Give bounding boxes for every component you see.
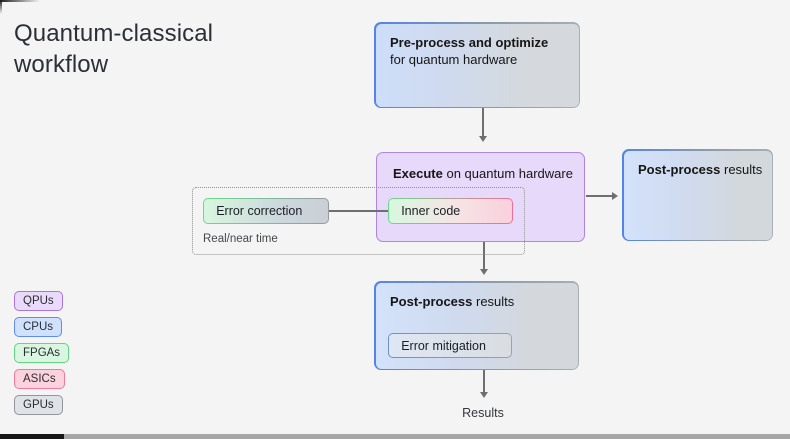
postprocess-right-label-bold: Post-process [638,162,721,177]
arrow-postprocess-to-results-head [479,392,488,398]
preprocess-box-label: Pre-process and optimize for quantum har… [390,34,548,68]
preprocess-label-rest: for quantum hardware [390,52,518,67]
legend-chip-asics: ASICs [14,369,65,389]
page-title-line2: workflow [14,51,109,78]
inner-code-label: Inner code [389,199,512,223]
arrow-execute-to-postprocess-bottom-line [483,242,485,270]
arrow-preprocess-to-execute-line [482,108,484,137]
legend: QPUs CPUs FPGAs ASICs GPUs [14,291,70,415]
page-title-line1: Quantum-classical [14,20,214,47]
execute-label-rest: on quantum hardware [442,166,573,181]
error-mitigation-label: Error mitigation [389,334,511,357]
error-mitigation-node: Error mitigation [388,333,512,358]
video-progress-bar[interactable] [0,434,790,439]
postprocess-right-box: Post-process results [622,149,773,241]
legend-chip-cpus: CPUs [14,317,63,337]
postprocess-bottom-label-bold: Post-process [390,294,473,309]
video-progress-remaining [64,434,790,439]
page-title: Quantum-classical workflow [14,18,213,80]
connector-error-correction-to-inner-code [329,210,389,212]
arrow-execute-to-postprocess-right-head [612,192,618,200]
legend-chip-gpus: GPUs [14,395,63,415]
preprocess-box: Pre-process and optimize for quantum har… [374,22,580,108]
preprocess-box-fill: Pre-process and optimize for quantum har… [375,23,579,107]
realtime-note: Real/near time [203,233,278,245]
execute-label-bold: Execute [393,166,443,181]
execute-box-label: Execute on quantum hardware [393,165,573,182]
legend-chip-qpus: QPUs [14,291,63,311]
postprocess-right-box-fill: Post-process results [623,150,772,240]
postprocess-right-label: Post-process results [638,161,762,178]
preprocess-label-bold: Pre-process and optimize [390,35,549,50]
frame-edge-top [0,0,40,2]
execute-box: Execute on quantum hardware [376,152,585,242]
results-label: Results [462,406,504,420]
postprocess-bottom-label-rest: results [472,294,515,309]
frame-edge-left [0,0,2,14]
realtime-dotted-region [192,187,525,255]
arrow-preprocess-to-execute-head [478,136,487,142]
arrow-execute-to-postprocess-right-line [586,195,613,197]
arrow-execute-to-postprocess-bottom-head [479,269,488,275]
postprocess-bottom-label: Post-process results [390,293,514,310]
legend-chip-fpgas: FPGAs [14,343,70,363]
postprocess-right-label-rest: results [720,162,763,177]
arrow-postprocess-to-results-line [483,370,485,393]
inner-code-node: Inner code [388,198,513,224]
video-progress-played [0,434,64,439]
error-correction-label: Error correction [204,199,328,223]
error-correction-node: Error correction [203,198,329,224]
